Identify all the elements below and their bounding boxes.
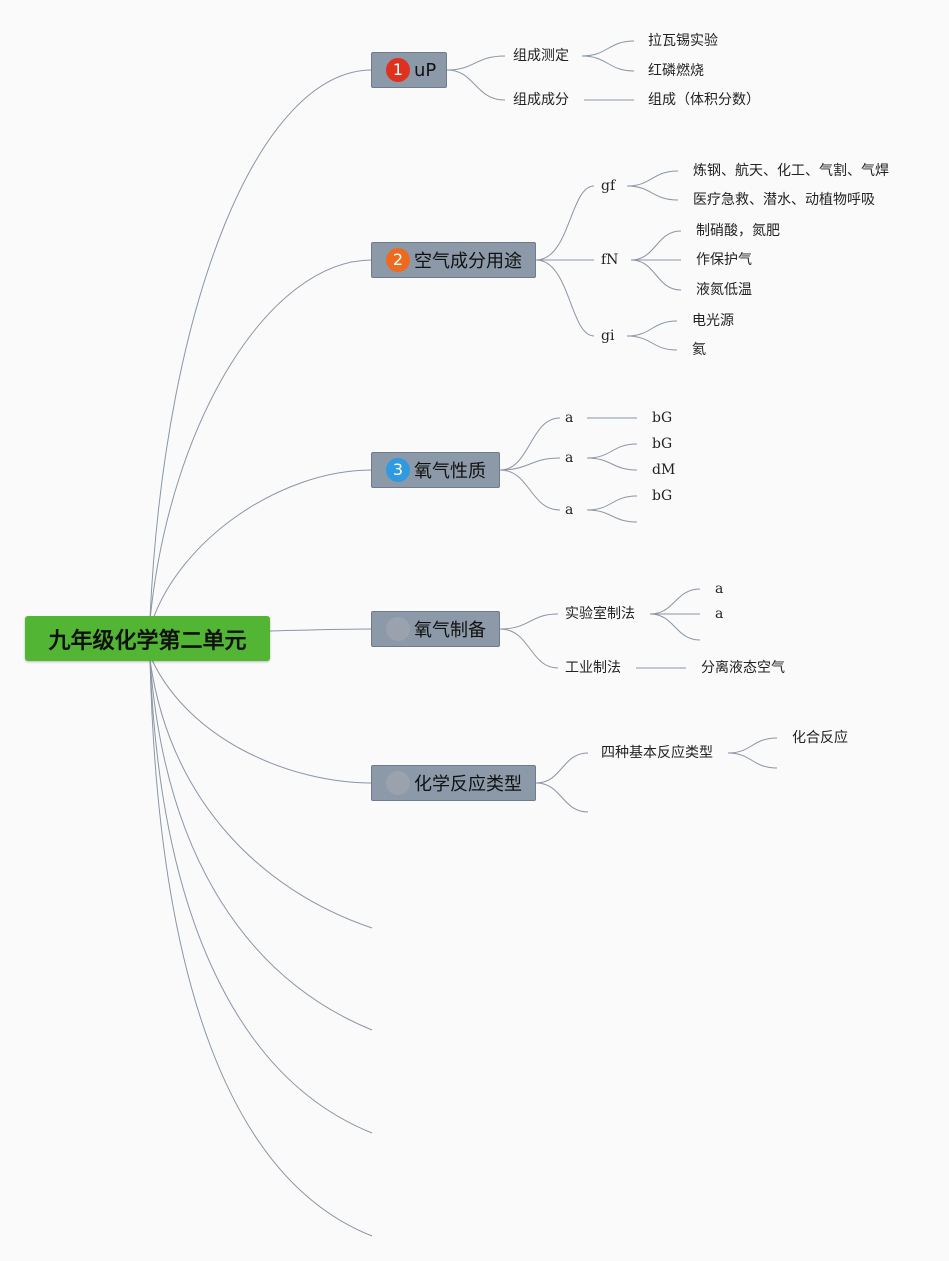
root-title: 九年级化学第二单元 bbox=[48, 628, 247, 654]
link-root-b2 bbox=[149, 259, 373, 621]
subtopic-fn[interactable]: fN bbox=[601, 252, 619, 268]
topic-3-node[interactable]: 3 氧气性质 bbox=[371, 452, 500, 488]
leaf-bg-2[interactable]: bG bbox=[652, 436, 673, 452]
subtopic-a-1[interactable]: a bbox=[565, 410, 574, 426]
leaf-liquid-air[interactable]: 分离液态空气 bbox=[701, 660, 785, 676]
leaf-dm[interactable]: dM bbox=[652, 462, 676, 478]
topic-4-node[interactable]: 氧气制备 bbox=[371, 611, 500, 647]
leaf-bg-1[interactable]: bG bbox=[652, 410, 673, 426]
leaf-lab-a-1[interactable]: a bbox=[715, 581, 724, 597]
leaf-bg-3[interactable]: bG bbox=[652, 488, 673, 504]
leaf-noble-gas-2[interactable]: 氦 bbox=[692, 342, 706, 358]
root-node[interactable]: 九年级化学第二单元 bbox=[25, 616, 270, 661]
topic-2-title: 空气成分用途 bbox=[414, 251, 522, 272]
subtopic-industrial-method[interactable]: 工业制法 bbox=[565, 660, 621, 676]
link-root-empty-4 bbox=[149, 659, 373, 1237]
topic-4-title: 氧气制备 bbox=[414, 620, 486, 641]
topic-2-node[interactable]: 2 空气成分用途 bbox=[371, 242, 536, 278]
link-root-b1 bbox=[149, 69, 373, 619]
topic-2-badge: 2 bbox=[386, 248, 410, 272]
subtopic-composition[interactable]: 组成成分 bbox=[513, 92, 569, 108]
leaf-combination-reaction[interactable]: 化合反应 bbox=[792, 730, 848, 746]
link-root-empty-3 bbox=[149, 659, 373, 1134]
leaf-lab-a-2[interactable]: a bbox=[715, 606, 724, 622]
subtopic-basic-reactions[interactable]: 四种基本反应类型 bbox=[601, 745, 713, 761]
subtopic-a-2[interactable]: a bbox=[565, 450, 574, 466]
topic-5-node[interactable]: 化学反应类型 bbox=[371, 765, 536, 801]
leaf-noble-gas-1[interactable]: 电光源 bbox=[692, 313, 734, 329]
subtopic-a-3[interactable]: a bbox=[565, 502, 574, 518]
topic-5-title: 化学反应类型 bbox=[414, 774, 522, 795]
link-root-b4 bbox=[269, 628, 373, 632]
link-root-empty-1 bbox=[149, 659, 373, 929]
link-root-b3 bbox=[151, 469, 373, 623]
leaf-red-phosphorus[interactable]: 红磷燃烧 bbox=[648, 63, 704, 79]
subtopic-composition-measure[interactable]: 组成测定 bbox=[513, 48, 569, 64]
subtopic-gf[interactable]: gf bbox=[601, 178, 616, 194]
subtopic-lab-method[interactable]: 实验室制法 bbox=[565, 606, 635, 622]
topic-4-badge bbox=[386, 617, 410, 641]
leaf-nitrogen-use-3[interactable]: 液氮低温 bbox=[696, 282, 752, 298]
topic-5-badge bbox=[386, 771, 410, 795]
link-root-empty-2 bbox=[149, 659, 373, 1031]
topic-1-node[interactable]: 1 uP bbox=[371, 52, 447, 88]
leaf-volume-fraction[interactable]: 组成（体积分数） bbox=[648, 92, 760, 108]
link-root-b5 bbox=[151, 659, 373, 784]
topic-1-badge: 1 bbox=[386, 58, 410, 82]
leaf-lavoisier[interactable]: 拉瓦锡实验 bbox=[648, 33, 718, 49]
leaf-nitrogen-use-1[interactable]: 制硝酸，氮肥 bbox=[696, 223, 780, 239]
leaf-nitrogen-use-2[interactable]: 作保护气 bbox=[696, 252, 752, 268]
topic-1-title: uP bbox=[414, 59, 437, 81]
subtopic-gi[interactable]: gi bbox=[601, 328, 615, 344]
topic-3-title: 氧气性质 bbox=[414, 461, 486, 482]
leaf-oxygen-use-1[interactable]: 炼钢、航天、化工、气割、气焊 bbox=[693, 163, 889, 179]
topic-3-badge: 3 bbox=[386, 458, 410, 482]
leaf-oxygen-use-2[interactable]: 医疗急救、潜水、动植物呼吸 bbox=[693, 192, 875, 208]
